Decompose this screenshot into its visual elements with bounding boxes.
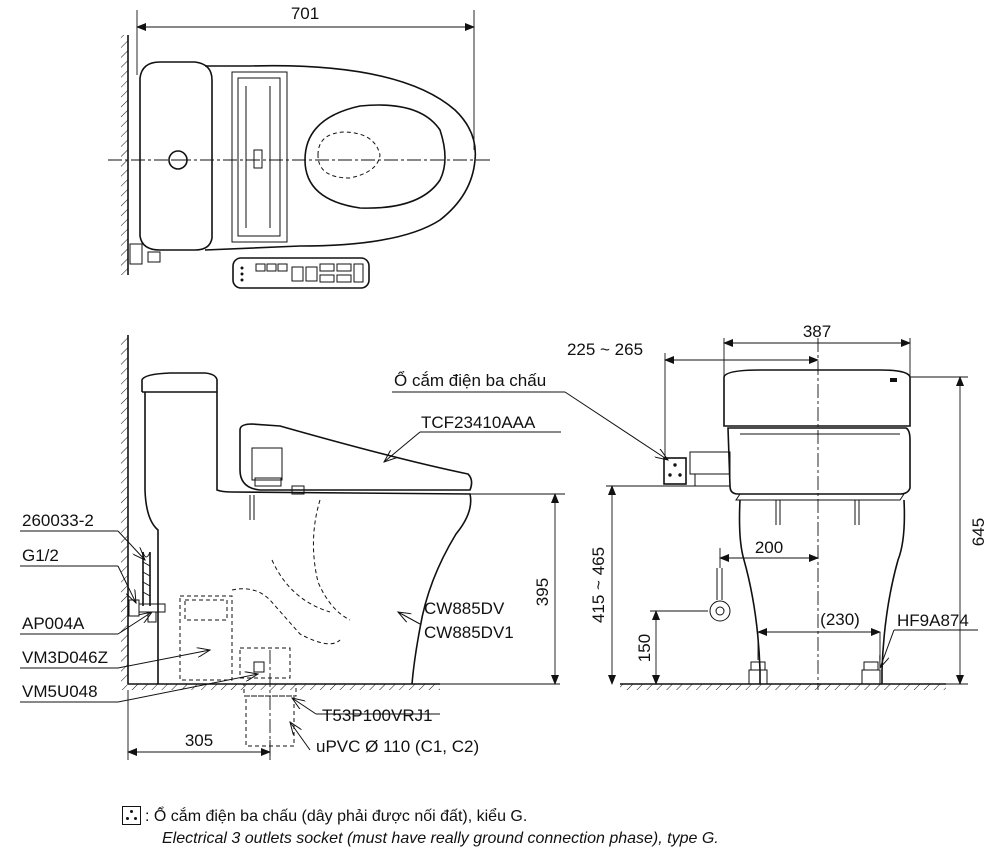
technical-drawing: 701 — [20, 4, 988, 760]
legend-text-vi: Ổ cắm điện ba chấu (dây phải được nối đấ… — [153, 808, 528, 825]
wall-socket — [663, 457, 687, 485]
supply-inlet-icon — [709, 600, 731, 622]
three-pin-socket-icon — [122, 806, 141, 825]
seat-front — [727, 427, 911, 495]
label-seat-model: TCF23410AAA — [421, 413, 536, 432]
tank-outline — [139, 61, 213, 251]
label-thread: G1/2 — [22, 546, 59, 565]
dim-inlet-height-range: 415 ~ 465 — [589, 547, 608, 623]
label-pipe: uPVC Ø 110 (C1, C2) — [316, 737, 479, 756]
label-angle-valve: AP004A — [22, 614, 85, 633]
seat-outline-top — [204, 64, 477, 251]
remote-buttons — [240, 263, 364, 283]
top-view: 701 — [108, 4, 490, 289]
dim-inlet-height: 150 — [635, 634, 654, 662]
lid-opening-top — [304, 104, 446, 209]
flush-valve-hidden — [179, 595, 233, 681]
label-socket: Ổ cắm điện ba chấu — [394, 371, 546, 390]
dim-total-height: 645 — [969, 518, 988, 546]
supply-hose — [142, 551, 151, 597]
label-bowl-model-1: CW885DV — [424, 599, 505, 618]
remote-control — [232, 257, 370, 289]
dim-width: 387 — [803, 322, 831, 341]
bowl-rim-hidden — [317, 131, 381, 179]
bowl-side — [231, 491, 472, 685]
floor-hatch-front — [620, 684, 946, 690]
legend: : Ổ cắm điện ba chấu (dây phải được nối … — [122, 806, 882, 850]
side-view: 305 395 TCF23410AAA 260033-2 G1/2 AP004A… — [20, 335, 565, 760]
dim-side-depth: 305 — [185, 731, 213, 750]
dim-seat-height: 395 — [533, 578, 552, 606]
wall-hatch-side — [121, 335, 128, 690]
legend-prefix: : — [145, 808, 150, 825]
legend-text-en: Electrical 3 outlets socket (must have r… — [162, 830, 719, 847]
dim-top-width: 701 — [291, 4, 319, 23]
front-view: 387 225 ~ 265 Ổ cắm điện ba chấu 645 415… — [392, 322, 988, 690]
bowl-front — [881, 499, 906, 684]
dim-drain-offset: (230) — [820, 610, 860, 629]
floor-hatch-side — [128, 684, 440, 690]
label-valve: 260033-2 — [22, 511, 94, 530]
label-flush-valve: VM3D046Z — [22, 648, 108, 667]
label-fill-valve: VM5U048 — [22, 682, 98, 701]
seat-control-housing — [231, 71, 288, 243]
seat-side — [239, 423, 473, 491]
dim-socket-offset: 225 ~ 265 — [567, 340, 643, 359]
tank-side — [144, 392, 233, 684]
tank-front — [723, 369, 911, 427]
legend-row-vi: : Ổ cắm điện ba chấu (dây phải được nối … — [122, 806, 882, 828]
label-drain-adapter: T53P100VRJ1 — [322, 706, 433, 725]
wall-hatch-top — [121, 35, 128, 275]
label-bowl-model-2: CW885DV1 — [424, 623, 514, 642]
label-bolt-kit: HF9A874 — [897, 611, 969, 630]
dim-inlet-offset: 200 — [755, 538, 783, 557]
